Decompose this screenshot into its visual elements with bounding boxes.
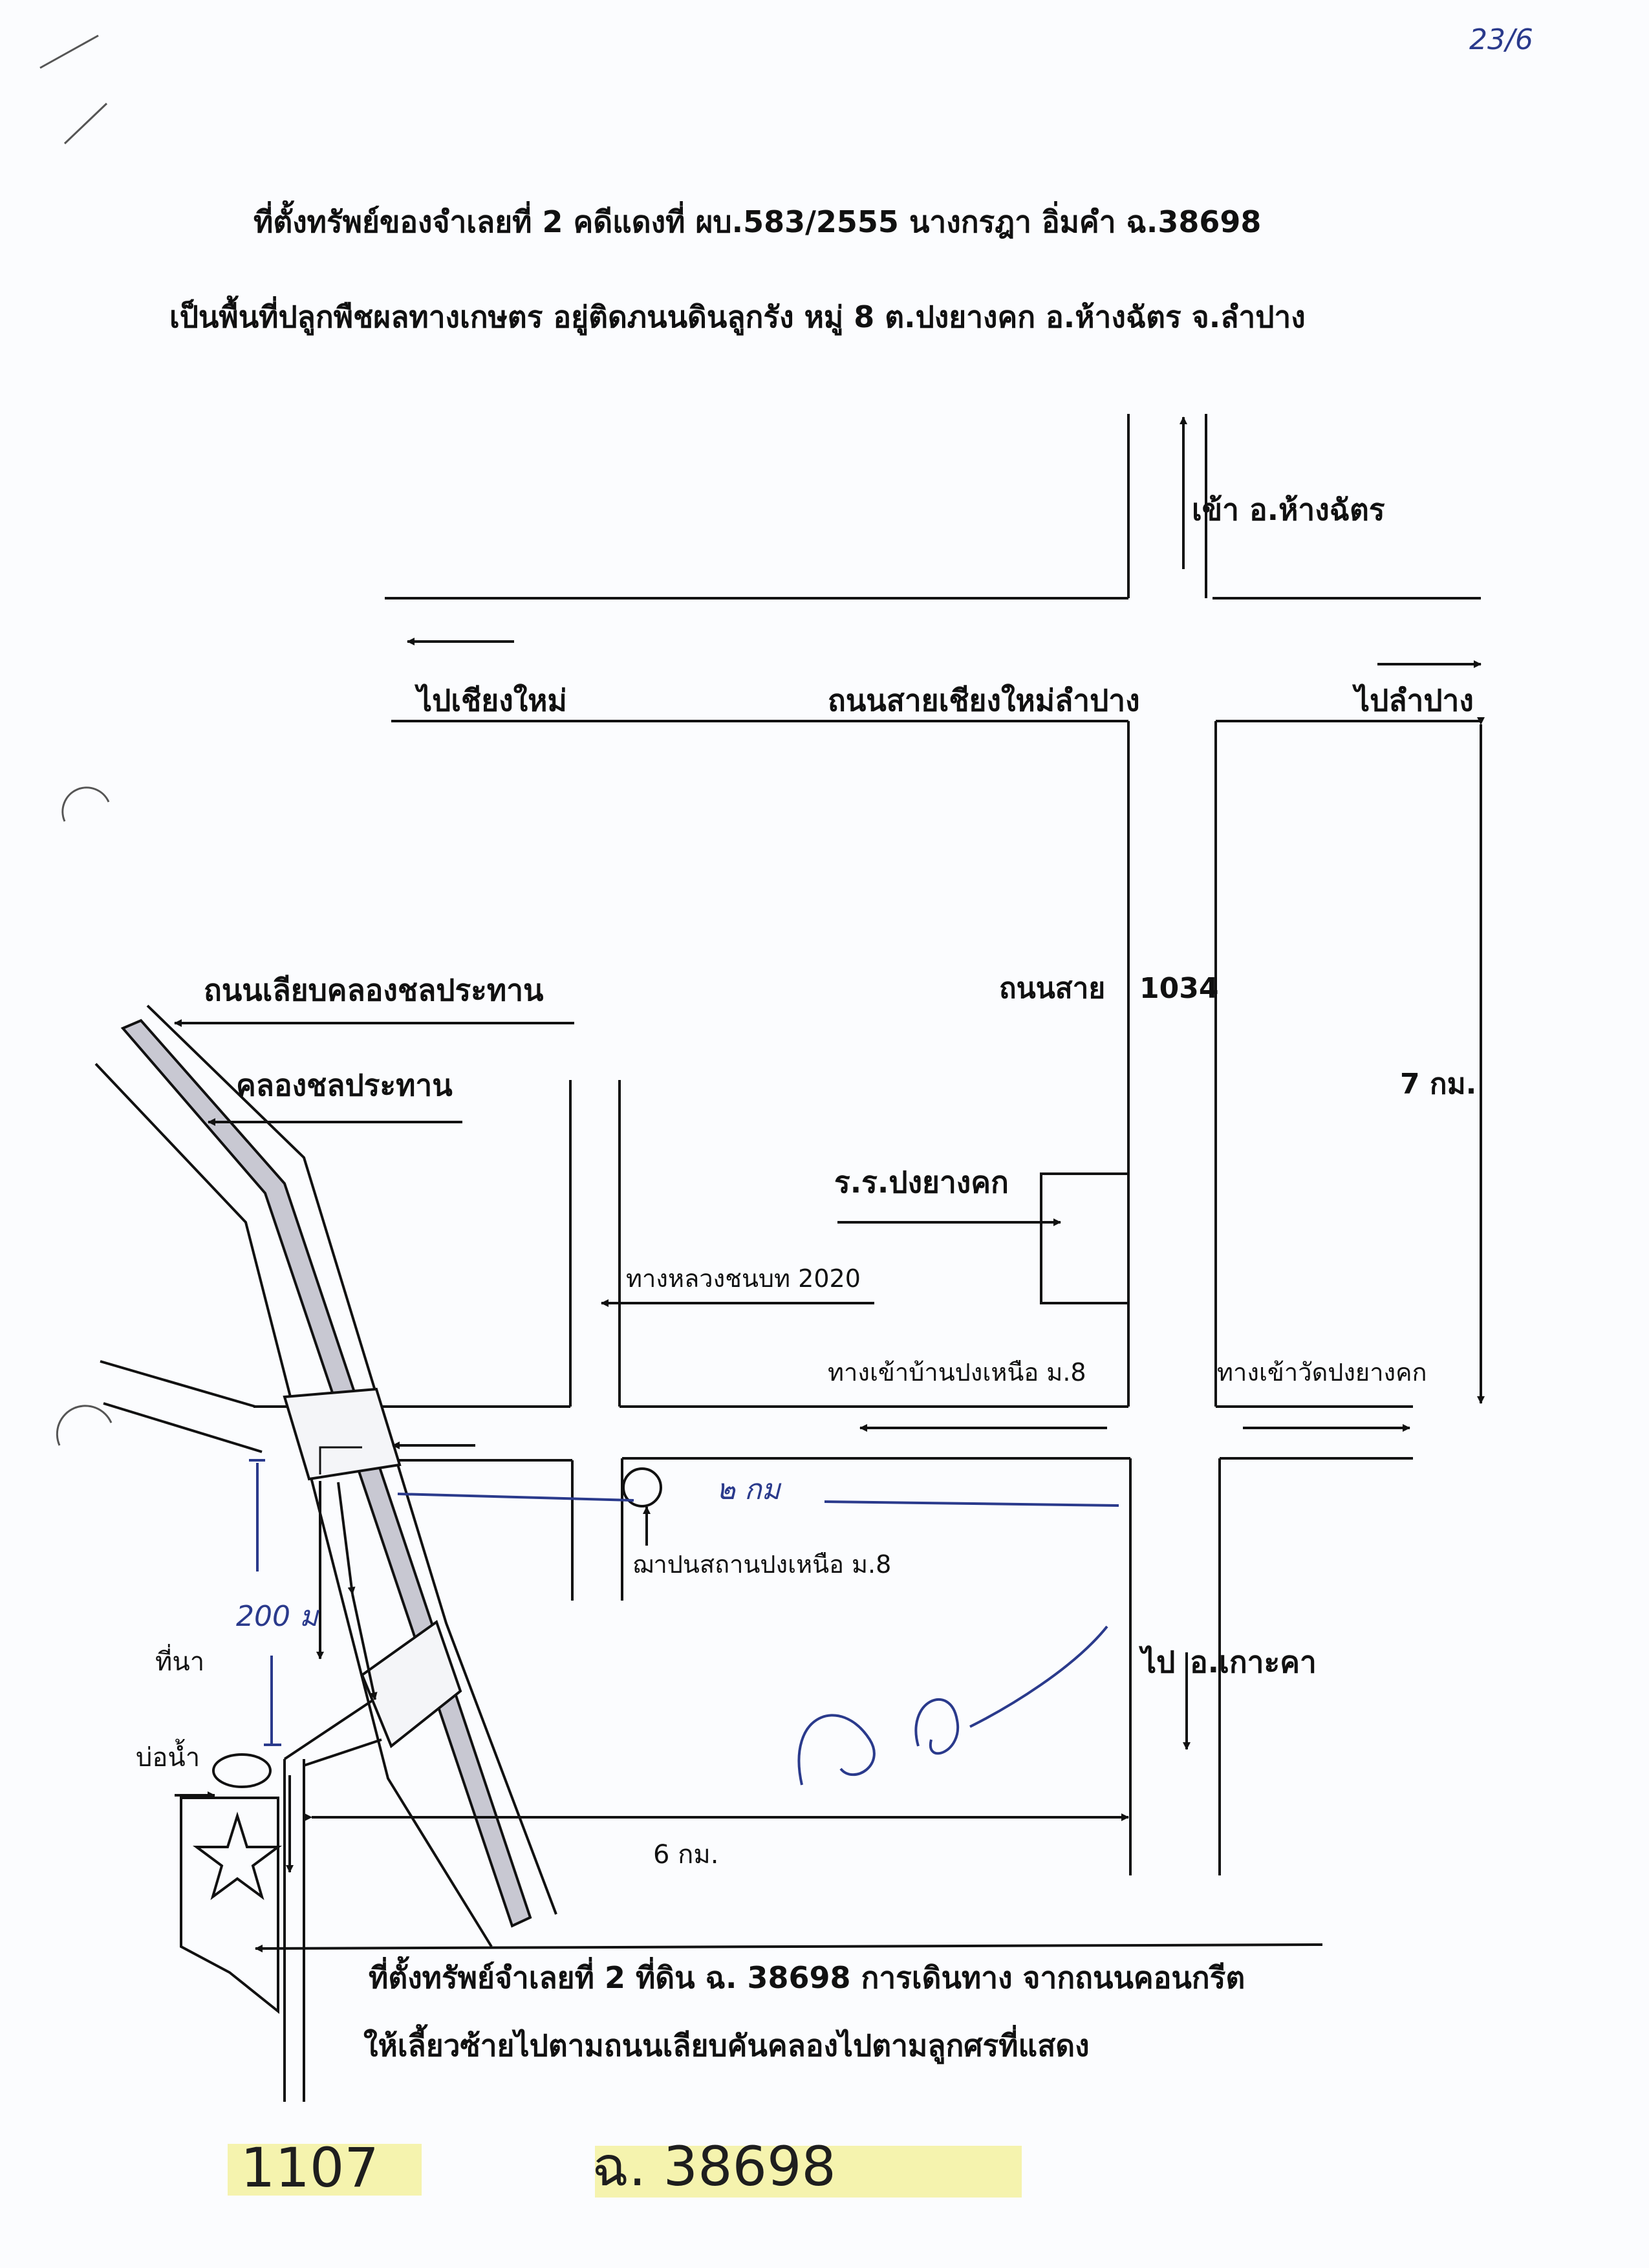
bridge-lower bbox=[360, 1619, 462, 1749]
pond-marker bbox=[212, 1753, 272, 1788]
school-box bbox=[1040, 1172, 1130, 1304]
header-line-2: เป็นพื้นที่ปลูกพืชผลทางเกษตร อยู่ติดภนนด… bbox=[169, 299, 1306, 334]
star-icon bbox=[192, 1811, 283, 1901]
label-road-1034-a: ถนนสาย bbox=[999, 972, 1106, 1005]
arrow-bridge-down1 bbox=[337, 1482, 356, 1595]
arrow-bridge-down2 bbox=[351, 1593, 378, 1700]
canal-road-left-edge bbox=[94, 1063, 493, 1948]
footer-line-2: ให้เลี้ยวซ้ายไปตามถนนเลียบคันคลองไปตามลู… bbox=[363, 2028, 1090, 2063]
label-road-1034-b: 1034 bbox=[1139, 972, 1219, 1005]
land-plot bbox=[180, 1797, 279, 2014]
label-rice-field: ที่นา bbox=[155, 1647, 205, 1677]
arrow-footer bbox=[255, 1943, 1323, 1952]
footer-line-1: ที่ตั้งทรัพย์จำเลยที่ 2 ที่ดิน ฉ. 38698 … bbox=[369, 1960, 1245, 1995]
label-7km: 7 กม. bbox=[1400, 1068, 1477, 1101]
cremation-site-marker bbox=[622, 1467, 662, 1507]
label-school: ร.ร.ปงยางคก bbox=[834, 1165, 1009, 1200]
label-to-lampang: ไปลำปาง bbox=[1355, 683, 1474, 718]
signature-mark bbox=[797, 1625, 1108, 1786]
bridge-upper bbox=[283, 1387, 402, 1481]
label-pond: บ่อน้ำ bbox=[136, 1743, 200, 1773]
label-to-ko-kha-a: ไป bbox=[1141, 1645, 1176, 1679]
label-main-road: ถนนสายเชียงใหม่ลำปาง bbox=[828, 683, 1140, 718]
label-6km: 6 กม. bbox=[653, 1840, 719, 1870]
stamp-left-highlight bbox=[228, 2144, 422, 2196]
label-to-hang-chat: เข้า อ.ห้างฉัตร bbox=[1192, 492, 1385, 527]
stamp-right-highlight bbox=[595, 2146, 1022, 2198]
label-to-ko-kha-b: อ.เกาะคา bbox=[1190, 1645, 1317, 1679]
stamp-right: ฉ. 38698 bbox=[592, 2135, 836, 2198]
label-canal: คลองชลประทาน bbox=[236, 1068, 453, 1103]
handwritten-dist-b: 200 ม bbox=[236, 1600, 318, 1633]
label-canal-road: ถนนเลียบคลองชลประทาน bbox=[204, 973, 544, 1008]
label-rural-road: ทางหลวงชนบท 2020 bbox=[626, 1264, 861, 1293]
label-temple-entry: ทางเข้าวัดปงยางคก bbox=[1217, 1358, 1427, 1387]
handwritten-dist-a: ๒ กม bbox=[717, 1473, 781, 1506]
label-to-chiang-mai: ไปเชียงใหม่ bbox=[417, 683, 567, 718]
label-village-entry: ทางเข้าบ้านปงเหนือ ม.8 bbox=[828, 1358, 1086, 1387]
header-line-1: ที่ตั้งทรัพย์ของจำเลยที่ 2 คดีแดงที่ ผบ.… bbox=[253, 204, 1262, 239]
stamp-left: 1107 bbox=[241, 2136, 379, 2199]
canal-strip bbox=[120, 1019, 532, 1928]
page-mark: 23/6 bbox=[1469, 23, 1533, 56]
label-cremation-site: ฌาปนสถานปงเหนือ ม.8 bbox=[632, 1550, 892, 1579]
